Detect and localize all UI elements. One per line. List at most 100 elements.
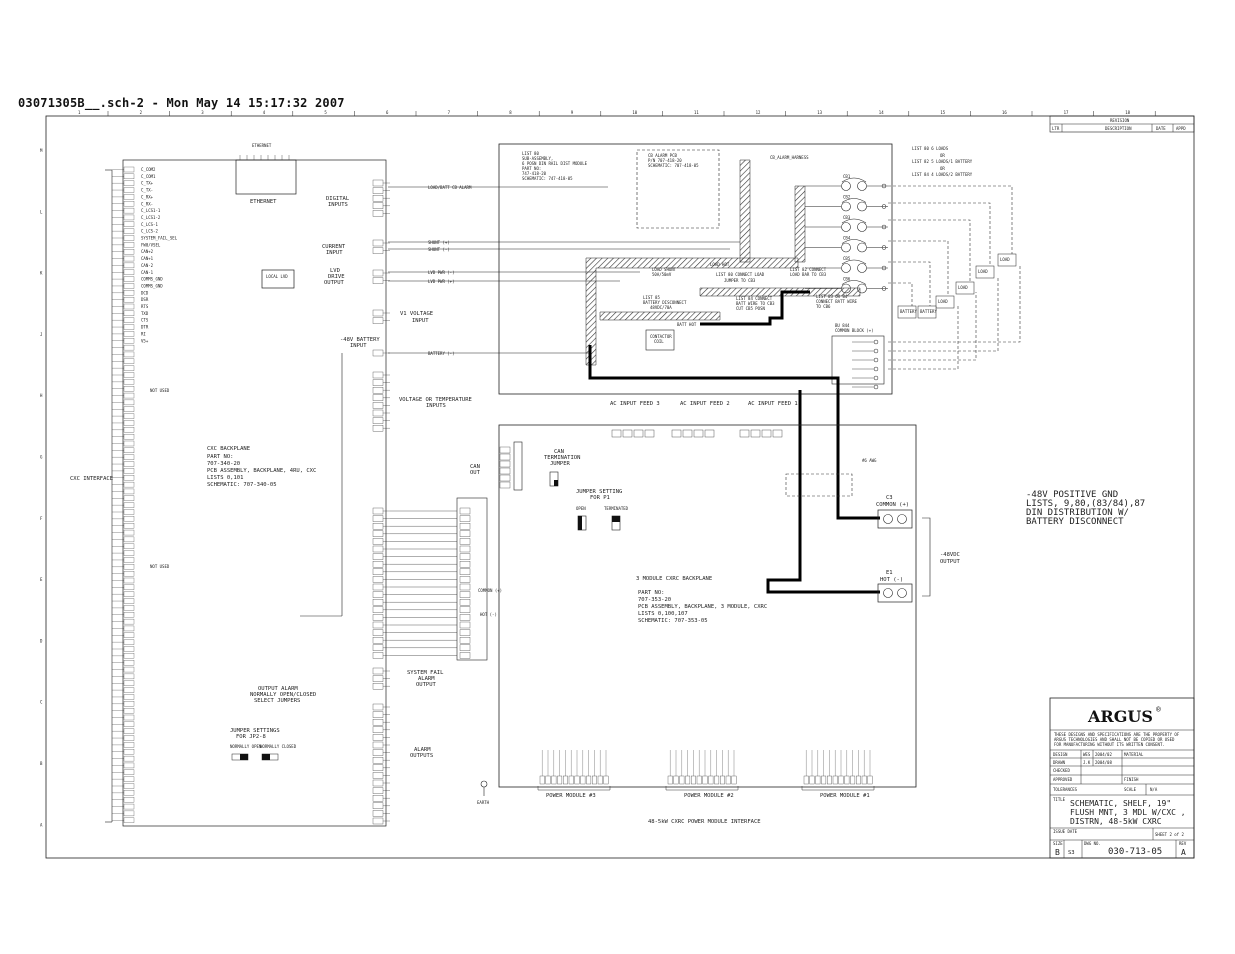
- cb-pcb-1: CB ALARM PCB: [648, 153, 677, 158]
- dist-desc-1: SUB-ASSEMBLY,: [522, 156, 553, 161]
- connector-pin: [372, 269, 384, 277]
- grid-col-2: 2: [140, 110, 143, 115]
- pin-box: [123, 269, 135, 275]
- pin-label: CAN-1: [141, 270, 154, 275]
- pin-box: [123, 317, 135, 323]
- pin-label: CTS: [141, 318, 149, 323]
- grid-row-G: G: [40, 455, 43, 460]
- pin-label: C_COM2: [141, 167, 156, 172]
- breaker-contact: [841, 263, 851, 273]
- grid-col-11: 11: [694, 110, 699, 115]
- connector-pin: [372, 576, 384, 583]
- ac-terminal: [622, 429, 633, 438]
- pin-box: [123, 392, 135, 399]
- pin-box: [123, 433, 135, 440]
- common-terminal: [873, 366, 879, 372]
- list82-connect-2: LOAD BAR TO CB3: [790, 272, 827, 277]
- load-batt-alarm-label: LOAD/BATT CB ALARM: [428, 185, 472, 190]
- common-terminal: [873, 348, 879, 354]
- dist-desc-3: PART NO:: [522, 166, 541, 171]
- pin-label: COMMS_GND: [141, 283, 163, 288]
- ethernet-label: ETHERNET: [250, 199, 277, 205]
- ac-terminal: [671, 429, 682, 438]
- grid-row-M: M: [40, 148, 43, 153]
- cxrc-pin: [459, 583, 471, 591]
- cxrc-part-2: 707-353-20: [638, 597, 671, 603]
- can-pin: [499, 467, 511, 475]
- module-pin: [574, 775, 580, 785]
- list80-connect-1: LIST 80 CONNECT LOAD: [716, 272, 765, 277]
- load-box-label: BATTERY: [900, 309, 917, 314]
- ac-terminal: [644, 429, 655, 438]
- module-pin: [691, 775, 696, 785]
- volt-temp-l1: VOLTAGE OR TEMPERATURE: [399, 397, 472, 403]
- e1-hot: HOT (-): [880, 577, 903, 583]
- jumper-p1-2: FOR P1: [590, 495, 610, 501]
- ac-terminal: [611, 429, 622, 438]
- pin-box: [123, 625, 135, 632]
- title-line-3: DISTRN, 48-5kW CXRC: [1070, 817, 1162, 826]
- pin-box: [123, 543, 135, 549]
- sheet-header: 03071305B__.sch-2 - Mon May 14 15:17:32 …: [18, 96, 345, 110]
- grid-col-15: 15: [940, 110, 945, 115]
- batt-hot-label: BATT HOT: [677, 322, 697, 327]
- pin-box: [123, 509, 135, 515]
- pin-box: [123, 194, 135, 200]
- pin-box: [123, 817, 135, 823]
- pin-box: [123, 481, 135, 488]
- cxc-labels: CXC INTERFACE ETHERNET ETHERNET LOCAL LV…: [70, 143, 316, 761]
- module-pin: [708, 775, 714, 785]
- output-alarm-l2: NORMALLY OPEN/CLOSED: [250, 692, 316, 698]
- pin-box: [123, 413, 135, 419]
- pin-box: [123, 351, 135, 358]
- module-pin: [679, 775, 685, 785]
- connector-pin: [372, 741, 384, 749]
- e1-label: E1: [886, 570, 893, 576]
- shunt-minus-label: SHUNT (-): [428, 247, 450, 252]
- connector-pin: [372, 667, 384, 675]
- load-shunt-2: 50A/50mV: [652, 272, 672, 277]
- connector-pin: [372, 507, 384, 515]
- module-pin: [685, 775, 691, 785]
- wire-labels: LOAD/BATT CB ALARM SHUNT (+) SHUNT (-) L…: [428, 185, 877, 463]
- size-value: B: [1055, 848, 1060, 857]
- pin-box: [123, 406, 135, 412]
- pin-box: [123, 708, 135, 714]
- design-label: DESIGN: [1053, 752, 1068, 757]
- ac-terminal: [693, 429, 704, 438]
- pin-label: C_TX-: [141, 188, 153, 193]
- connector-pin: [372, 515, 384, 522]
- grid-col-6: 6: [386, 110, 389, 115]
- rev-col-ltr: LTR: [1052, 126, 1060, 131]
- pin-box: [123, 331, 135, 337]
- module-pin: [815, 775, 821, 785]
- pin-box: [123, 783, 135, 789]
- connector-pin: [372, 195, 384, 202]
- v1-voltage-l1: V1 VOLTAGE: [400, 311, 433, 317]
- design-date: 2004/02: [1095, 752, 1112, 757]
- normally-open-label: NORMALLY OPEN: [230, 744, 262, 749]
- cxrc-part-3: PCB ASSEMBLY, BACKPLANE, 3 MODULE, CXRC: [638, 604, 767, 610]
- cxrc-pin: [459, 644, 471, 651]
- can-pin: [499, 474, 511, 482]
- open-label: OPEN: [576, 506, 586, 511]
- grid-row-E: E: [40, 577, 43, 582]
- can-pin: [499, 446, 511, 454]
- pin-box: [123, 372, 135, 378]
- pin-box: [123, 207, 135, 214]
- module-pin: [702, 775, 708, 785]
- scale-value: N/A: [1150, 787, 1158, 792]
- module-pin: [563, 775, 568, 785]
- connector-pin: [372, 349, 384, 357]
- connector-pin: [372, 757, 384, 764]
- connector-pin: [372, 726, 384, 733]
- load-box-label: LOAD: [958, 285, 968, 290]
- pin-box: [123, 591, 135, 597]
- output-label-2: OUTPUT: [940, 559, 961, 565]
- list-note-4: LIST 84 4 LOADS/2 BATTERY: [912, 172, 973, 177]
- not-used-1: NOT USED: [150, 388, 170, 393]
- module-pin: [714, 775, 720, 785]
